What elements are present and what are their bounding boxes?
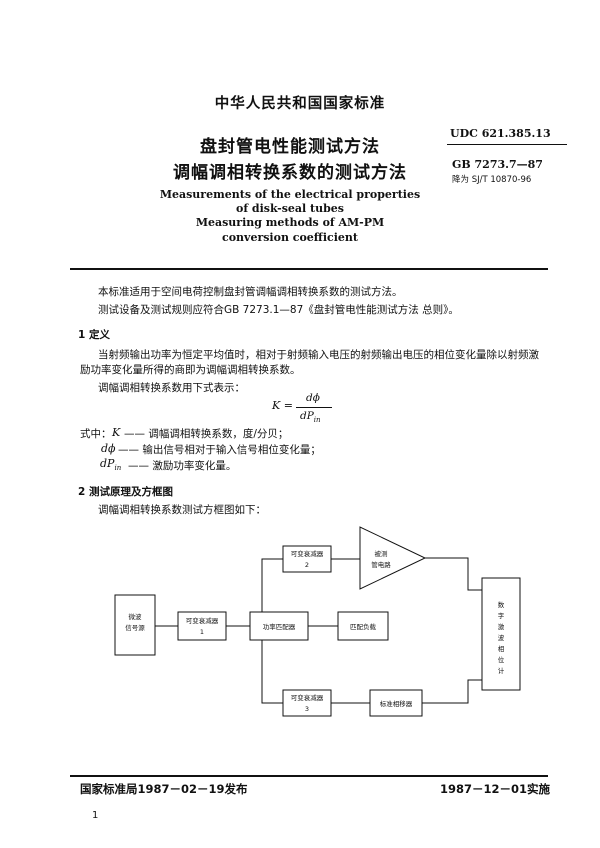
phase-meter-char-2: 字 bbox=[498, 611, 505, 620]
page-number: 1 bbox=[92, 810, 99, 821]
udc-code: UDC 621.385.13 bbox=[450, 127, 551, 140]
section-1-heading: 1 定义 bbox=[78, 329, 110, 341]
attenuator-1-number: 1 bbox=[200, 628, 204, 636]
title-en-line2: of disk-seal tubes bbox=[236, 202, 344, 215]
matched-load-label: 匹配负载 bbox=[350, 622, 377, 631]
formula-numerator: dϕ bbox=[306, 392, 320, 404]
phase-meter-char-1: 数 bbox=[498, 600, 505, 609]
phase-meter-char-4: 波 bbox=[498, 633, 505, 642]
phase-meter-char-6: 位 bbox=[498, 655, 505, 664]
definition-where-label: 式中： bbox=[80, 428, 112, 440]
udc-rule bbox=[447, 144, 567, 145]
formula-lhs: K = bbox=[272, 399, 293, 412]
microwave-source-label-2: 信号源 bbox=[125, 623, 145, 632]
section-1-formula-intro: 调幅调相转换系数用下式表示： bbox=[98, 382, 245, 394]
title-en-line1: Measurements of the electrical propertie… bbox=[159, 188, 421, 201]
definition-3-symbol: dPin bbox=[100, 457, 122, 473]
tube-under-test-label-2: 管电路 bbox=[371, 560, 391, 569]
definition-2-text: —— 输出信号相对于输入信号相位变化量； bbox=[118, 444, 321, 456]
tube-under-test-triangle bbox=[359, 526, 427, 590]
section-2-para: 调幅调相转换系数测试方框图如下： bbox=[98, 504, 266, 516]
replaced-by-note: 降为 SJ/T 10870-96 bbox=[452, 175, 532, 185]
attenuator-3-number: 3 bbox=[305, 705, 309, 713]
header-divider bbox=[70, 268, 548, 270]
phase-shifter-label: 标准相移器 bbox=[380, 699, 413, 708]
microwave-source-box bbox=[114, 594, 156, 656]
standard-org-heading: 中华人民共和国国家标准 bbox=[214, 96, 386, 112]
title-en-line4: conversion coefficient bbox=[222, 231, 358, 244]
microwave-source-label-1: 微波 bbox=[129, 612, 143, 621]
footer-divider bbox=[70, 775, 548, 777]
tube-under-test-label-1: 被测 bbox=[375, 549, 389, 558]
title-en-line3: Measuring methods of AM-PM bbox=[195, 216, 385, 229]
formula-fraction-bar bbox=[296, 407, 332, 408]
definition-3-text: —— 激励功率变化量。 bbox=[128, 460, 237, 472]
attenuator-2-label: 可变衰减器 bbox=[291, 549, 324, 558]
gb-code: GB 7273.7—87 bbox=[452, 158, 543, 171]
power-matcher-label: 功率匹配器 bbox=[263, 622, 296, 631]
phase-meter-char-7: 计 bbox=[498, 666, 505, 675]
title-cn-line1: 盘封管电性能测试方法 bbox=[200, 137, 380, 157]
phase-meter-box bbox=[481, 577, 521, 691]
phase-meter-char-3: 激 bbox=[498, 622, 505, 631]
attenuator-1-label: 可变衰减器 bbox=[186, 616, 219, 625]
effective-date: 1987－12－01实施 bbox=[440, 782, 551, 796]
section-1-para-line2: 励功率变化量所得的商即为调幅调相转换系数。 bbox=[80, 364, 301, 376]
formula-denominator: dPin bbox=[300, 410, 321, 425]
definition-1-symbol: K bbox=[112, 426, 121, 439]
intro-paragraph-2: 测试设备及测试规则应符合GB 7273.1—87《盘封管电性能测试方法 总则》。 bbox=[98, 304, 459, 316]
issued-date: 国家标准局1987－02－19发布 bbox=[80, 782, 248, 796]
section-1-para-line1: 当射频输出功率为恒定平均值时，相对于射频输入电压的射频输出电压的相位变化量除以射… bbox=[98, 349, 539, 361]
intro-paragraph-1: 本标准适用于空间电荷控制盘封管调幅调相转换系数的测试方法。 bbox=[98, 286, 403, 298]
phase-meter-char-5: 相 bbox=[498, 644, 505, 653]
definition-2-symbol: dϕ bbox=[101, 442, 116, 455]
definition-1-text: —— 调幅调相转换系数，度/分贝； bbox=[124, 428, 289, 440]
title-cn-line2: 调幅调相转换系数的测试方法 bbox=[173, 163, 407, 183]
attenuator-3-label: 可变衰减器 bbox=[291, 693, 324, 702]
attenuator-2-number: 2 bbox=[305, 561, 309, 569]
section-2-heading: 2 测试原理及方框图 bbox=[78, 486, 173, 498]
